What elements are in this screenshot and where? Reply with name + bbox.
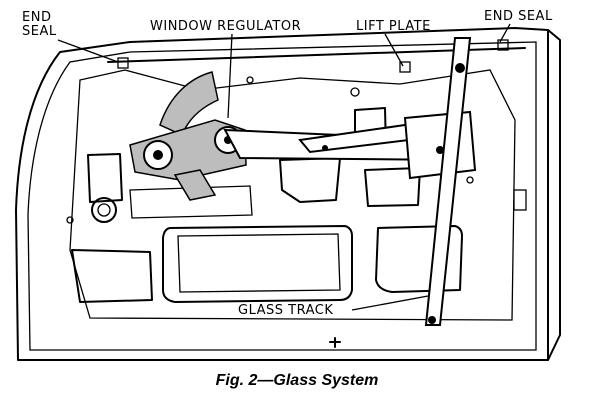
track-top-bolt	[455, 63, 465, 73]
leader-glass-track	[351, 295, 429, 311]
drain-mark	[329, 337, 341, 348]
label-end-seal-left: END SEAL	[22, 11, 57, 38]
door-inner-outline	[27, 41, 537, 351]
label-lift-plate: LIFT PLATE	[356, 19, 431, 34]
regulator-lower-arm	[173, 169, 217, 201]
leader-end-seal-right	[499, 23, 511, 43]
speaker-hole	[91, 197, 117, 223]
lower-cutout-right	[375, 225, 463, 293]
label-end-seal-left-line2: SEAL	[22, 23, 57, 39]
regulator-sector	[159, 71, 219, 137]
lift-plate	[403, 110, 477, 180]
door-edge	[547, 29, 561, 361]
lower-cutout-center	[162, 225, 353, 303]
leader-lift-plate	[384, 33, 404, 67]
label-end-seal-left-line1: END	[22, 10, 52, 25]
label-glass-track: GLASS TRACK	[238, 303, 334, 318]
leader-end-seal-left	[57, 39, 119, 63]
lower-cutout-center-inner	[177, 233, 341, 293]
door-outline	[15, 27, 549, 361]
inner-panel	[69, 69, 516, 321]
leader-window-regulator	[227, 33, 233, 119]
edge-latch	[513, 189, 527, 211]
lower-cutout-left	[71, 249, 153, 303]
upper-cutout-a	[279, 157, 341, 203]
figure-caption: Fig. 2—Glass System	[215, 372, 379, 389]
track-bottom-bolt	[428, 316, 436, 324]
label-end-seal-right: END SEAL	[484, 9, 553, 24]
upper-cutout-c	[364, 167, 421, 207]
upper-cutout-left	[87, 153, 123, 203]
label-window-regulator: WINDOW REGULATOR	[150, 19, 302, 34]
glass-track	[424, 37, 472, 326]
